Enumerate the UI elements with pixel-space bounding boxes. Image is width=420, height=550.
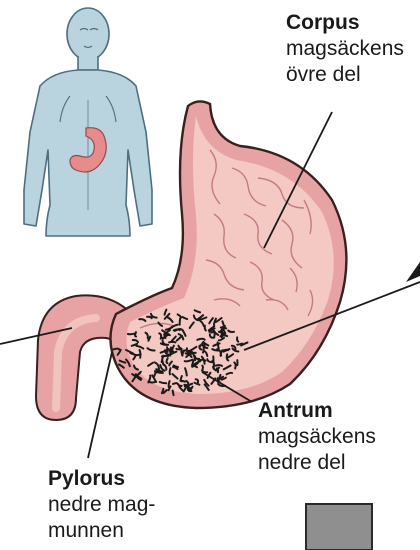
- label-corpus-term: Corpus: [286, 10, 404, 36]
- bacterium: [216, 365, 222, 366]
- bacterium: [173, 391, 174, 396]
- bacterium: [167, 358, 168, 363]
- bacterium: [174, 329, 180, 330]
- bacterium: [191, 353, 196, 354]
- label-pylorus-line1: nedre mag-: [48, 492, 155, 518]
- bacterium: [161, 337, 166, 338]
- bacterium: [197, 339, 204, 340]
- bacterium: [202, 366, 203, 371]
- bacterium: [128, 333, 136, 334]
- label-antrum: Antrum magsäckens nedre del: [258, 398, 376, 476]
- label-pylorus-line2: munnen: [48, 518, 155, 544]
- bacterium: [203, 345, 204, 353]
- bacterium: [114, 349, 120, 350]
- label-corpus-line2: övre del: [286, 62, 404, 88]
- bacterium: [205, 326, 206, 331]
- bacterium: [170, 368, 171, 374]
- grey-panel: [306, 504, 372, 550]
- bacterium: [140, 350, 141, 358]
- leader-line-pylorus: [88, 352, 112, 458]
- label-antrum-line1: magsäckens: [258, 424, 376, 450]
- human-silhouette-icon: [24, 8, 152, 236]
- bacterium: [169, 342, 175, 343]
- bacterium: [180, 318, 181, 324]
- bacterium: [180, 381, 184, 382]
- bacterium: [176, 349, 181, 350]
- label-pylorus: Pylorus nedre mag- munnen: [48, 466, 155, 544]
- label-pylorus-term: Pylorus: [48, 466, 155, 492]
- pointer-wedge-right: [406, 262, 420, 282]
- bacterium: [167, 347, 168, 352]
- bacterium: [164, 335, 170, 336]
- bacterium: [237, 344, 242, 345]
- label-corpus: Corpus magsäckens övre del: [286, 10, 404, 88]
- label-antrum-line2: nedre del: [258, 450, 376, 476]
- bacterium: [169, 381, 170, 387]
- label-antrum-term: Antrum: [258, 398, 376, 424]
- label-corpus-line1: magsäckens: [286, 36, 404, 62]
